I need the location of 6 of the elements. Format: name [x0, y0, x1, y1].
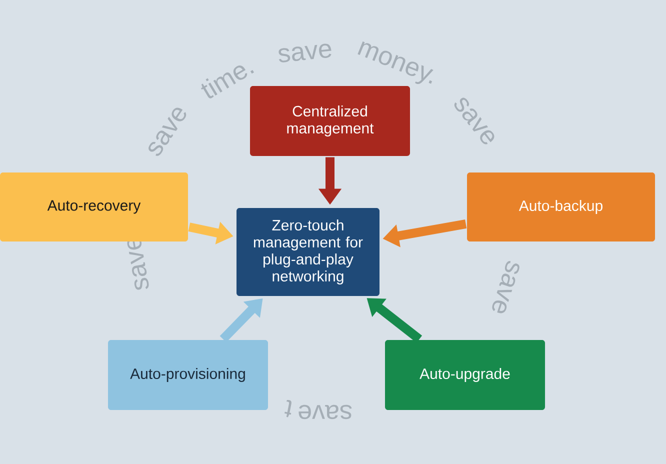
- process-box: Auto-recovery: [0, 172, 188, 242]
- process-box: Centralized management: [250, 86, 410, 156]
- process-box: Auto-upgrade: [385, 340, 545, 410]
- process-box: Auto-backup: [467, 172, 655, 242]
- process-box: Zero-touch management for plug-and-play networking: [236, 208, 380, 296]
- process-box: Auto-provisioning: [108, 340, 268, 410]
